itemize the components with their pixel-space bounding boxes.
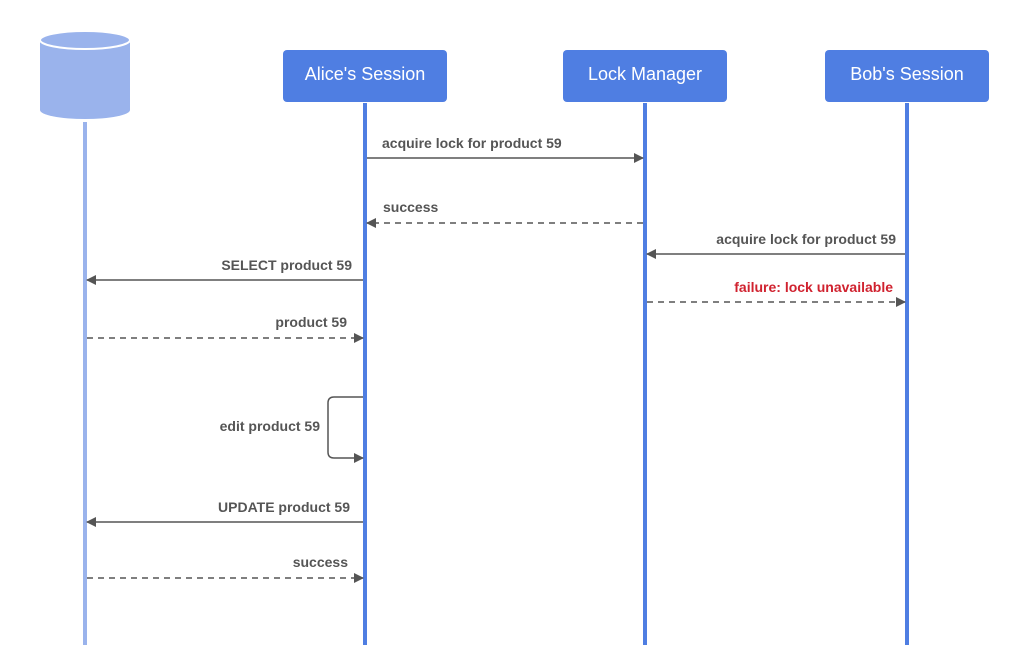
- message-acquire-lock-bob: acquire lock for product 59: [646, 231, 905, 259]
- message-select-product: SELECT product 59: [86, 257, 363, 285]
- message-success-alice-lock: success: [366, 199, 643, 228]
- message-failure-lock: failure: lock unavailable: [647, 279, 906, 307]
- message-label: SELECT product 59: [221, 257, 352, 273]
- message-label: edit product 59: [220, 418, 321, 434]
- message-edit-product-self: edit product 59: [220, 396, 364, 463]
- participant-alice-label: Alice's Session: [305, 64, 426, 84]
- message-acquire-lock-alice: acquire lock for product 59: [367, 135, 644, 163]
- message-label: failure: lock unavailable: [734, 279, 893, 295]
- participant-alice: Alice's Session: [283, 50, 447, 102]
- participant-bob: Bob's Session: [825, 50, 989, 102]
- message-label: acquire lock for product 59: [716, 231, 896, 247]
- message-label: success: [293, 554, 348, 570]
- message-label: product 59: [275, 314, 347, 330]
- database-icon: [39, 30, 131, 119]
- message-success-db: success: [87, 554, 364, 583]
- message-label: acquire lock for product 59: [382, 135, 562, 151]
- participant-bob-label: Bob's Session: [850, 64, 964, 84]
- participant-lock-manager-label: Lock Manager: [588, 64, 702, 84]
- message-label: success: [383, 199, 438, 215]
- participant-lock-manager: Lock Manager: [563, 50, 727, 102]
- message-product-return: product 59: [87, 314, 364, 343]
- message-update-product: UPDATE product 59: [86, 499, 363, 527]
- message-label: UPDATE product 59: [218, 499, 350, 515]
